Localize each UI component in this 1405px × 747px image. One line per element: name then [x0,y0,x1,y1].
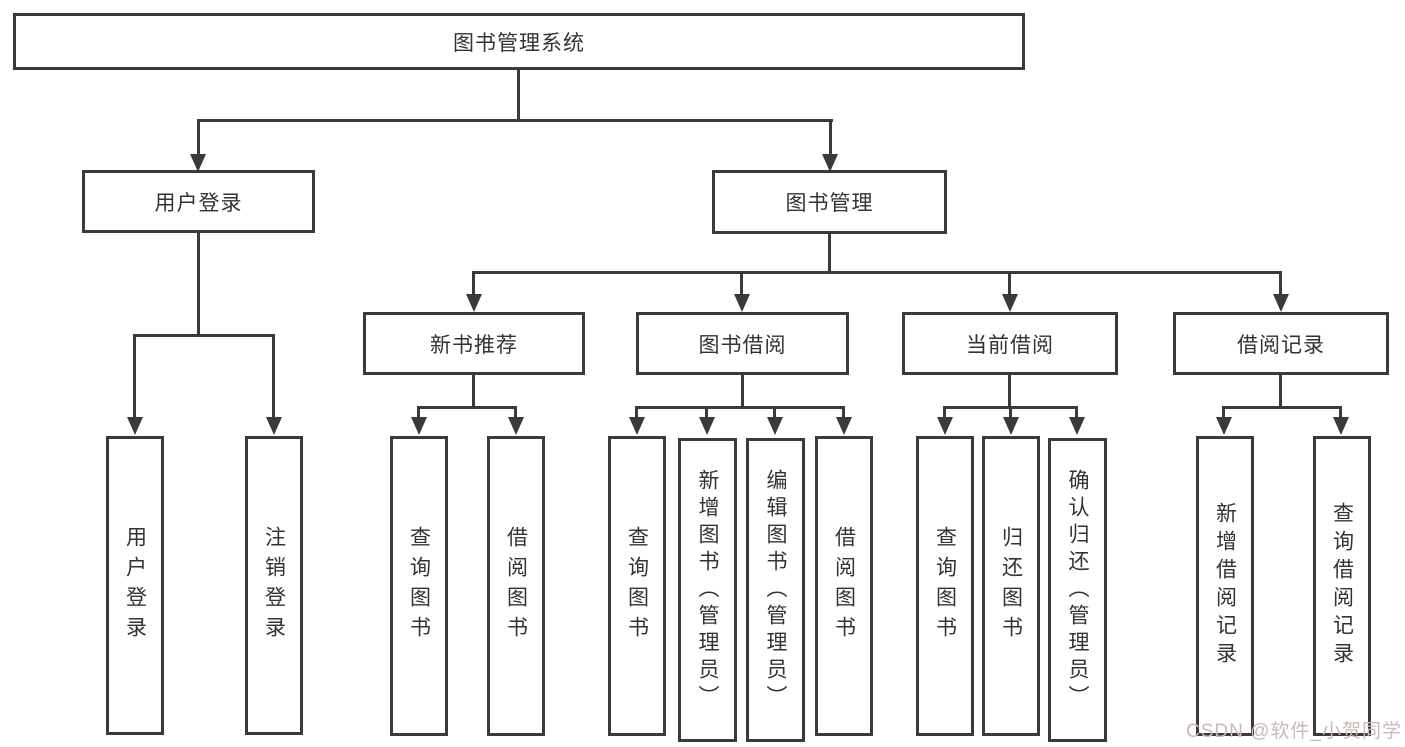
arrowhead-down-icon [508,417,524,435]
arrowhead-down-icon [734,294,750,312]
connector-line [635,406,845,409]
node-new-book-recommend: 新书推荐 [363,312,585,375]
arrowhead-down-icon [466,294,482,312]
node-borrow-record: 借阅记录 [1173,312,1389,375]
arrowhead-down-icon [822,154,838,172]
connector-line [1222,406,1225,419]
connector-line [472,375,475,408]
leaf-query-book-recommend: 查询图书 [390,436,448,736]
node-user-login: 用户登录 [82,170,315,233]
arrowhead-down-icon [411,417,427,435]
arrowhead-down-icon [1216,417,1232,435]
connector-line [517,70,520,122]
leaf-add-borrow-record: 新增借阅记录 [1196,436,1254,736]
leaf-add-book-admin: 新增图书（管理员） [678,438,737,742]
connector-line [1009,406,1012,419]
connector-line [1222,406,1342,409]
arrowhead-down-icon [1069,417,1085,435]
connector-line [514,406,517,419]
leaf-user-login: 用户登录 [106,436,164,735]
connector-line [417,406,517,409]
leaf-borrow-book-recommend: 借阅图书 [487,436,545,736]
connector-line [272,334,275,419]
arrowhead-down-icon [1002,294,1018,312]
node-book-borrow: 图书借阅 [636,312,849,375]
arrowhead-down-icon [190,154,206,172]
connector-line [705,406,708,419]
arrowhead-down-icon [266,417,282,435]
arrowhead-down-icon [836,417,852,435]
connector-line [740,271,743,297]
leaf-return-book: 归还图书 [982,436,1040,736]
arrowhead-down-icon [1003,417,1019,435]
connector-line [773,406,776,419]
connector-line [1008,271,1011,297]
node-root: 图书管理系统 [13,13,1025,70]
leaf-logout: 注销登录 [245,436,303,735]
leaf-borrow-book: 借阅图书 [815,436,873,736]
leaf-query-book-current: 查询图书 [916,436,974,736]
connector-line [842,406,845,419]
leaf-query-book-borrow: 查询图书 [608,436,666,736]
arrowhead-down-icon [767,417,783,435]
arrowhead-down-icon [629,417,645,435]
connector-line [133,334,136,419]
csdn-watermark: CSDN @软件_小贺同学 [1186,721,1402,742]
leaf-edit-book-admin: 编辑图书（管理员） [746,438,805,742]
node-current-borrow: 当前借阅 [902,312,1118,375]
connector-line [1279,375,1282,408]
connector-line [133,334,275,337]
connector-line [1339,406,1342,419]
arrowhead-down-icon [127,417,143,435]
connector-line [197,119,833,122]
leaf-confirm-return-admin: 确认归还（管理员） [1048,438,1107,742]
connector-line [472,271,475,297]
connector-line [197,119,200,157]
connector-line [1279,271,1282,297]
leaf-query-borrow-record: 查询借阅记录 [1313,436,1371,736]
connector-line [472,271,1282,274]
connector-line [1075,406,1078,419]
connector-line [741,375,744,408]
arrowhead-down-icon [1273,294,1289,312]
connector-line [635,406,638,419]
connector-line [829,119,832,157]
arrowhead-down-icon [699,417,715,435]
connector-line [943,406,946,419]
arrowhead-down-icon [1333,417,1349,435]
arrowhead-down-icon [937,417,953,435]
connector-line [197,233,200,337]
connector-line [417,406,420,419]
connector-line [1008,375,1011,408]
node-book-management: 图书管理 [712,170,947,234]
connector-line [828,234,831,274]
